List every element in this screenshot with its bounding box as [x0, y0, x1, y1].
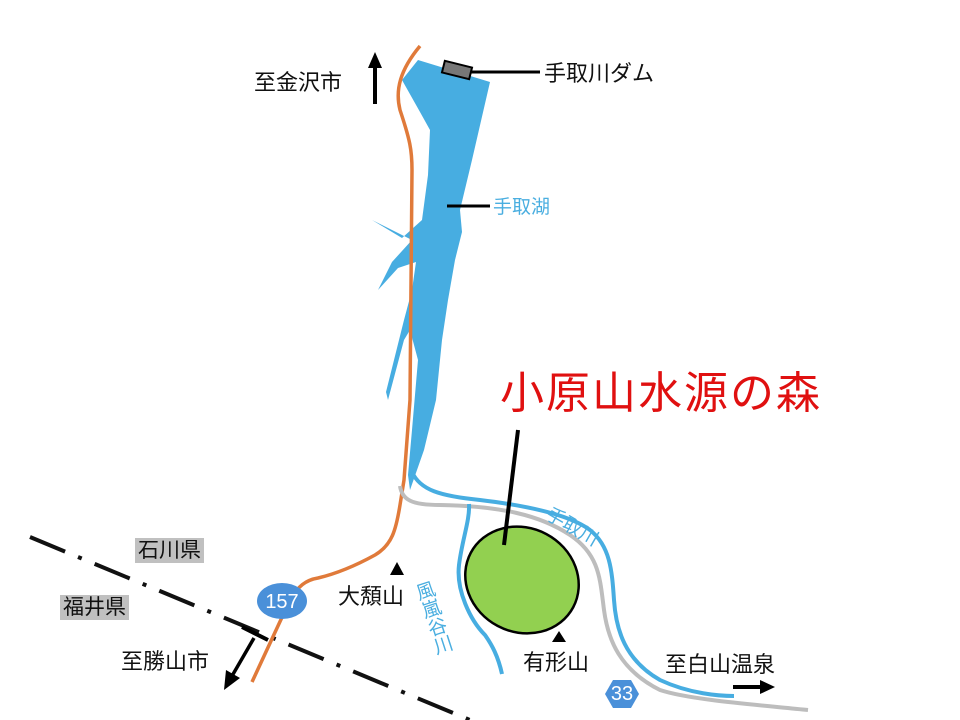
route-33-badge [605, 680, 639, 708]
route-33-number: 33 [610, 683, 634, 705]
label-to-hakusan-onsen: 至白山温泉 [665, 653, 776, 678]
national-road-157 [250, 44, 422, 683]
route-157-number: 157 [265, 591, 299, 613]
label-fukui: 福井県 [60, 595, 129, 620]
label-mt-oganashi: 大頽山 [338, 585, 405, 610]
prefecture-boundary [29, 535, 471, 720]
arrow-east-icon [733, 680, 775, 694]
river-kazarashi [456, 503, 504, 675]
arrow-southwest-icon [224, 637, 256, 690]
arrow-north-icon [368, 52, 382, 104]
forest-area[interactable] [446, 507, 597, 653]
label-to-katsuyama: 至勝山市 [121, 650, 210, 675]
label-dam: 手取川ダム [544, 62, 655, 87]
peak-icon-arikata [552, 631, 566, 642]
label-lake: 手取湖 [493, 196, 551, 218]
label-mt-arikata: 有形山 [523, 651, 590, 676]
prefectural-road-33 [398, 485, 809, 712]
route-157-badge [257, 583, 307, 619]
forest-leader [502, 429, 520, 546]
lake-tedori [372, 60, 490, 490]
dam-icon [440, 59, 474, 81]
river-tedori [410, 471, 735, 698]
label-ishikawa: 石川県 [135, 538, 204, 563]
page-title: 小原山水源の森 [500, 368, 822, 419]
peak-icon-oganashi [390, 562, 404, 575]
label-to-kanazawa: 至金沢市 [254, 71, 343, 96]
boundary-tick [241, 625, 269, 642]
